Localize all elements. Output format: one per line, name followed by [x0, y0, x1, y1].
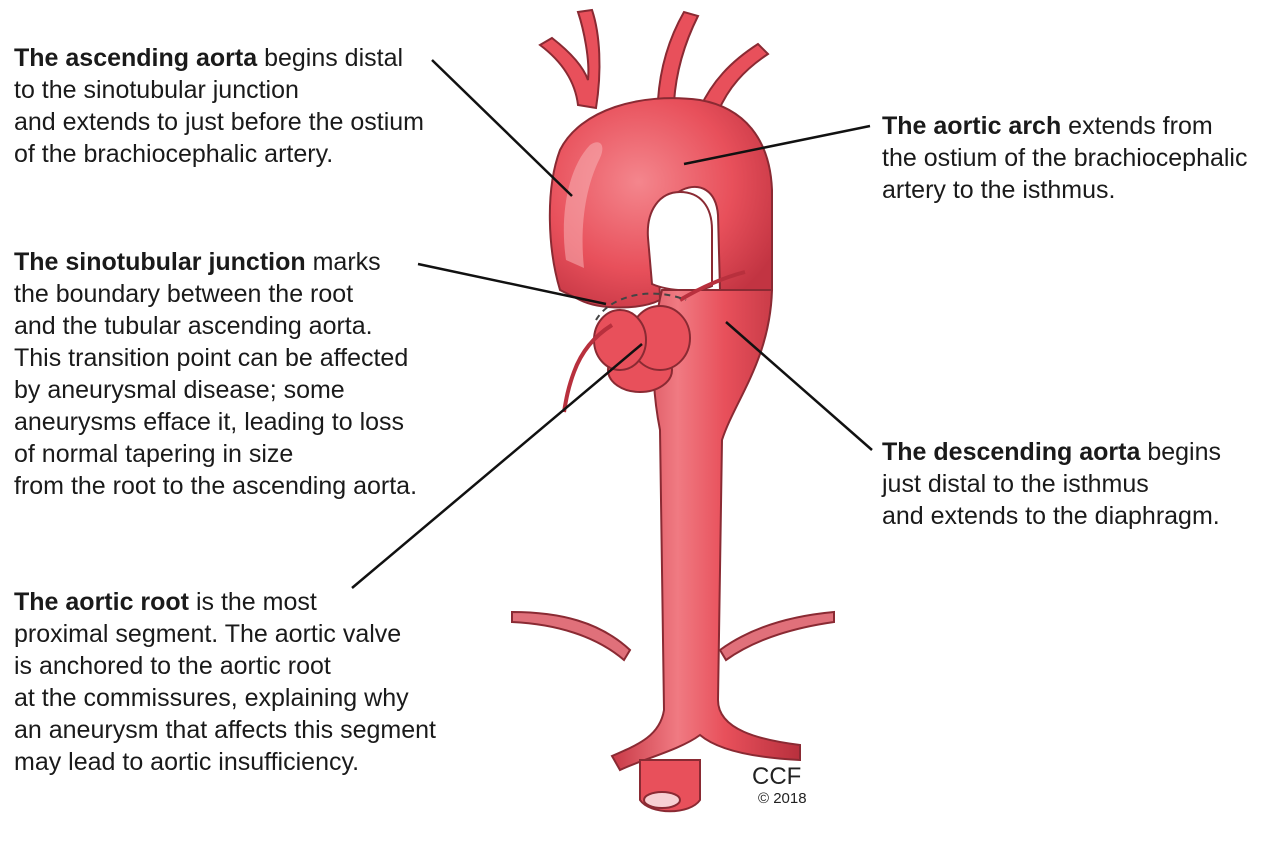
- leader-sinotubular: [417, 262, 607, 306]
- aorta-highlight: [563, 142, 603, 268]
- diaphragm-left: [511, 610, 632, 662]
- label-arch-line2: the ostium of the brachiocephalic: [882, 144, 1248, 172]
- label-aortic-arch: The aortic arch extends from the ostium …: [882, 110, 1248, 206]
- leader-root: [351, 343, 643, 589]
- sinotubular-junction-marker: [595, 292, 687, 321]
- descending-aorta: [610, 289, 801, 772]
- diaphragm-right: [718, 610, 835, 662]
- label-sinotubular-line7: of normal tapering in size: [14, 440, 294, 468]
- leader-lines: [351, 59, 873, 589]
- label-ascending-aorta: The ascending aorta begins distal to the…: [14, 42, 424, 170]
- right-coronary-artery: [562, 323, 614, 413]
- label-sinotubular-junction: The sinotubular junction marks the bound…: [14, 246, 417, 502]
- abdominal-vessel-stub: [639, 759, 701, 813]
- label-sinotubular-line5: by aneurysmal disease; some: [14, 376, 345, 404]
- label-descending-aorta: The descending aorta begins just distal …: [882, 436, 1221, 532]
- credit-year: © 2018: [758, 790, 807, 807]
- label-root-line1: is the most: [189, 588, 317, 616]
- label-sinotubular-line4: This transition point can be affected: [14, 344, 409, 372]
- label-ascending-line3: and extends to just before the ostium: [14, 108, 424, 136]
- label-arch-line3: artery to the isthmus.: [882, 176, 1116, 204]
- label-arch-title: The aortic arch: [882, 112, 1062, 140]
- left-common-carotid-artery: [656, 10, 700, 104]
- leader-ascending: [431, 59, 573, 197]
- branch-vessels: [538, 8, 770, 114]
- leader-arch: [683, 124, 871, 166]
- left-subclavian-artery: [698, 42, 770, 114]
- label-descending-line2: just distal to the isthmus: [882, 470, 1149, 498]
- label-ascending-line4: of the brachiocephalic artery.: [14, 140, 334, 168]
- label-arch-line1: extends from: [1061, 112, 1213, 140]
- label-sinotubular-line6: aneurysms efface it, leading to loss: [14, 408, 405, 436]
- copyright-credit: CCF © 2018: [752, 764, 807, 808]
- diaphragm: [511, 610, 835, 662]
- label-root-line5: an aneurysm that affects this segment: [14, 716, 436, 744]
- label-ascending-line1: begins distal: [257, 44, 404, 72]
- label-sinotubular-line3: and the tubular ascending aorta.: [14, 312, 373, 340]
- label-root-line2: proximal segment. The aortic valve: [14, 620, 402, 648]
- coronary-arteries: [562, 270, 746, 413]
- label-ascending-title: The ascending aorta: [14, 44, 258, 72]
- arch-aperture: [646, 190, 713, 292]
- left-coronary-artery: [678, 270, 746, 302]
- leader-descending: [725, 321, 873, 451]
- label-aortic-root: The aortic root is the most proximal seg…: [14, 586, 436, 778]
- label-descending-line3: and extends to the diaphragm.: [882, 502, 1220, 530]
- label-sinotubular-line1: marks: [305, 248, 381, 276]
- label-descending-title: The descending aorta: [882, 438, 1141, 466]
- credit-ccf: CCF: [752, 763, 802, 790]
- label-root-line3: is anchored to the aortic root: [14, 652, 331, 680]
- label-sinotubular-line2: the boundary between the root: [14, 280, 354, 308]
- label-descending-line1: begins: [1140, 438, 1222, 466]
- label-root-line6: may lead to aortic insufficiency.: [14, 748, 360, 776]
- label-ascending-line2: to the sinotubular junction: [14, 76, 299, 104]
- label-sinotubular-line8: from the root to the ascending aorta.: [14, 472, 418, 500]
- brachiocephalic-artery: [538, 8, 601, 110]
- label-root-title: The aortic root: [14, 588, 190, 616]
- label-sinotubular-title: The sinotubular junction: [14, 248, 306, 276]
- label-root-line4: at the commissures, explaining why: [14, 684, 409, 712]
